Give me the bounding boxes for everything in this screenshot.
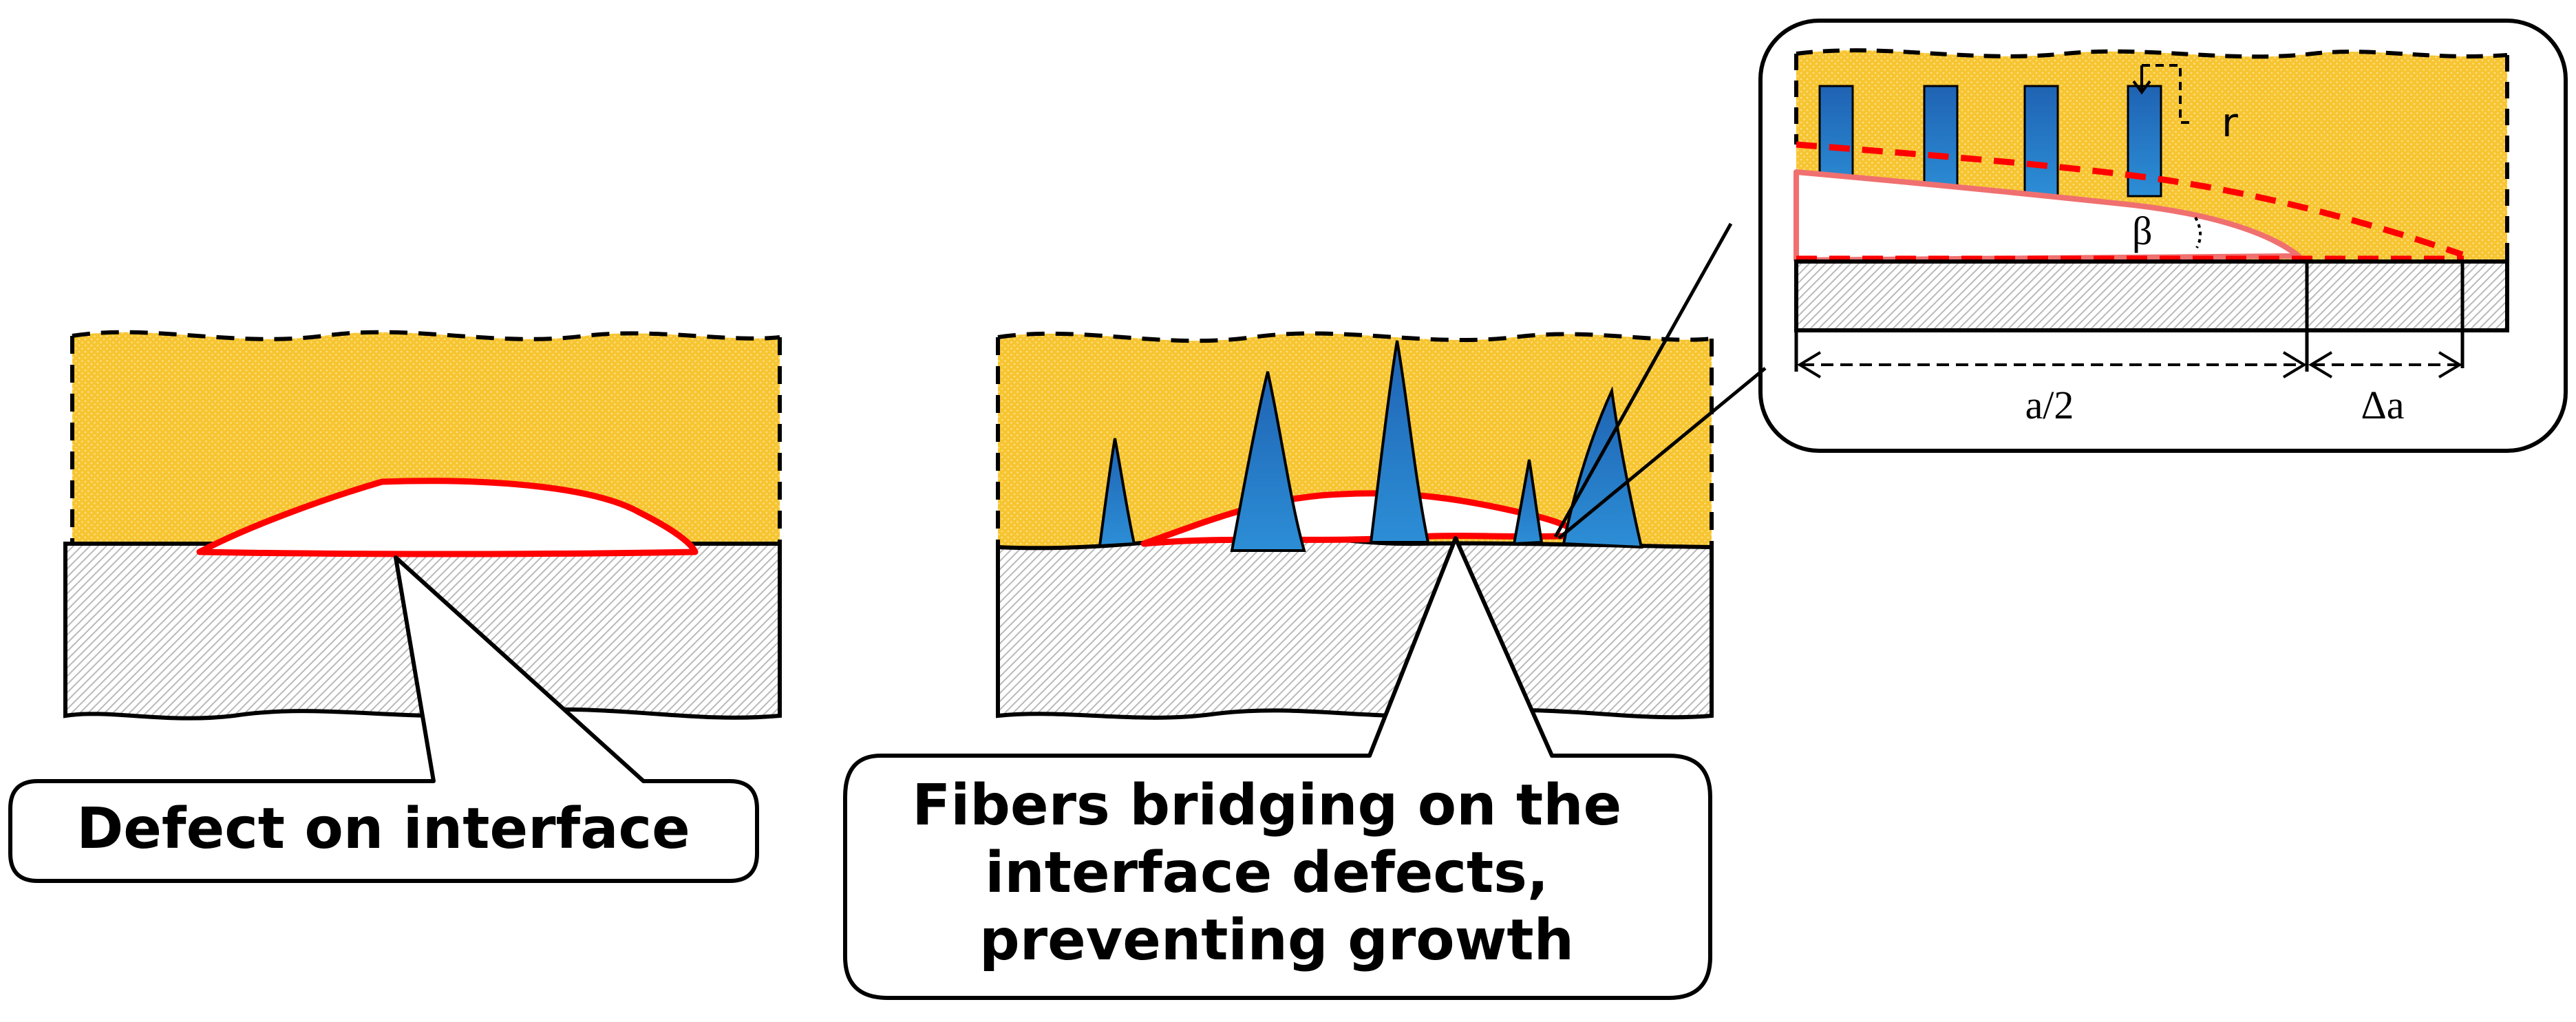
inset-fiber xyxy=(1923,85,1959,198)
inset-resin-top-edge xyxy=(1796,48,2508,59)
beta-angle-arc xyxy=(2194,217,2202,248)
inset-fiber xyxy=(2023,85,2059,198)
bridging-callout-line: preventing growth xyxy=(979,908,1574,973)
defect-callout-text: Defect on interface xyxy=(76,796,690,862)
bridging-callout-line: interface defects, xyxy=(985,840,1548,906)
zoom-leader-line xyxy=(1553,222,1733,538)
middle-panel xyxy=(996,331,1714,720)
bridging-callout-text: Fibers bridging on the interface defects… xyxy=(912,773,1641,973)
half-crack-label: a/2 xyxy=(2025,383,2074,427)
inset-substrate xyxy=(1794,259,2509,332)
bridging-fiber xyxy=(1230,371,1306,552)
bridging-callout: Fibers bridging on the interface defects… xyxy=(843,536,1712,1000)
defect-callout: Defect on interface xyxy=(8,555,759,883)
substrate-layer xyxy=(996,531,1714,720)
bridging-fiber xyxy=(1369,340,1430,544)
crack-growth-arrow-left xyxy=(2308,351,2333,379)
r-label: r xyxy=(2222,99,2238,146)
r-dimension-bracket xyxy=(2142,64,2193,124)
extended-crack-outline xyxy=(1796,141,2464,258)
crack-growth-label: Δa xyxy=(2361,383,2404,427)
half-crack-arrow-left xyxy=(1797,351,1822,379)
inset-zoom: r β a/2 Δa xyxy=(1758,19,2568,453)
zoom-leader-line xyxy=(1557,367,1767,540)
bridging-callout-bubble xyxy=(843,536,1712,1000)
inset-crack-opening xyxy=(1793,169,2301,263)
half-crack-arrow-right xyxy=(2282,351,2307,379)
defect-callout-bubble xyxy=(8,555,759,883)
bridging-fiber xyxy=(1098,438,1136,548)
bridging-callout-line: Fibers bridging on the xyxy=(912,773,1621,838)
bridging-fiber xyxy=(1512,459,1544,546)
beta-label: β xyxy=(2132,209,2153,253)
interface-defect-crack xyxy=(196,478,699,557)
resin-layer xyxy=(72,332,780,544)
r-dimension-arrow xyxy=(2132,65,2151,95)
resin-top-edge xyxy=(72,330,780,341)
resin-top-edge xyxy=(997,331,1712,343)
crack-growth-arrow-right xyxy=(2438,351,2462,379)
bridging-fiber xyxy=(1562,385,1643,549)
